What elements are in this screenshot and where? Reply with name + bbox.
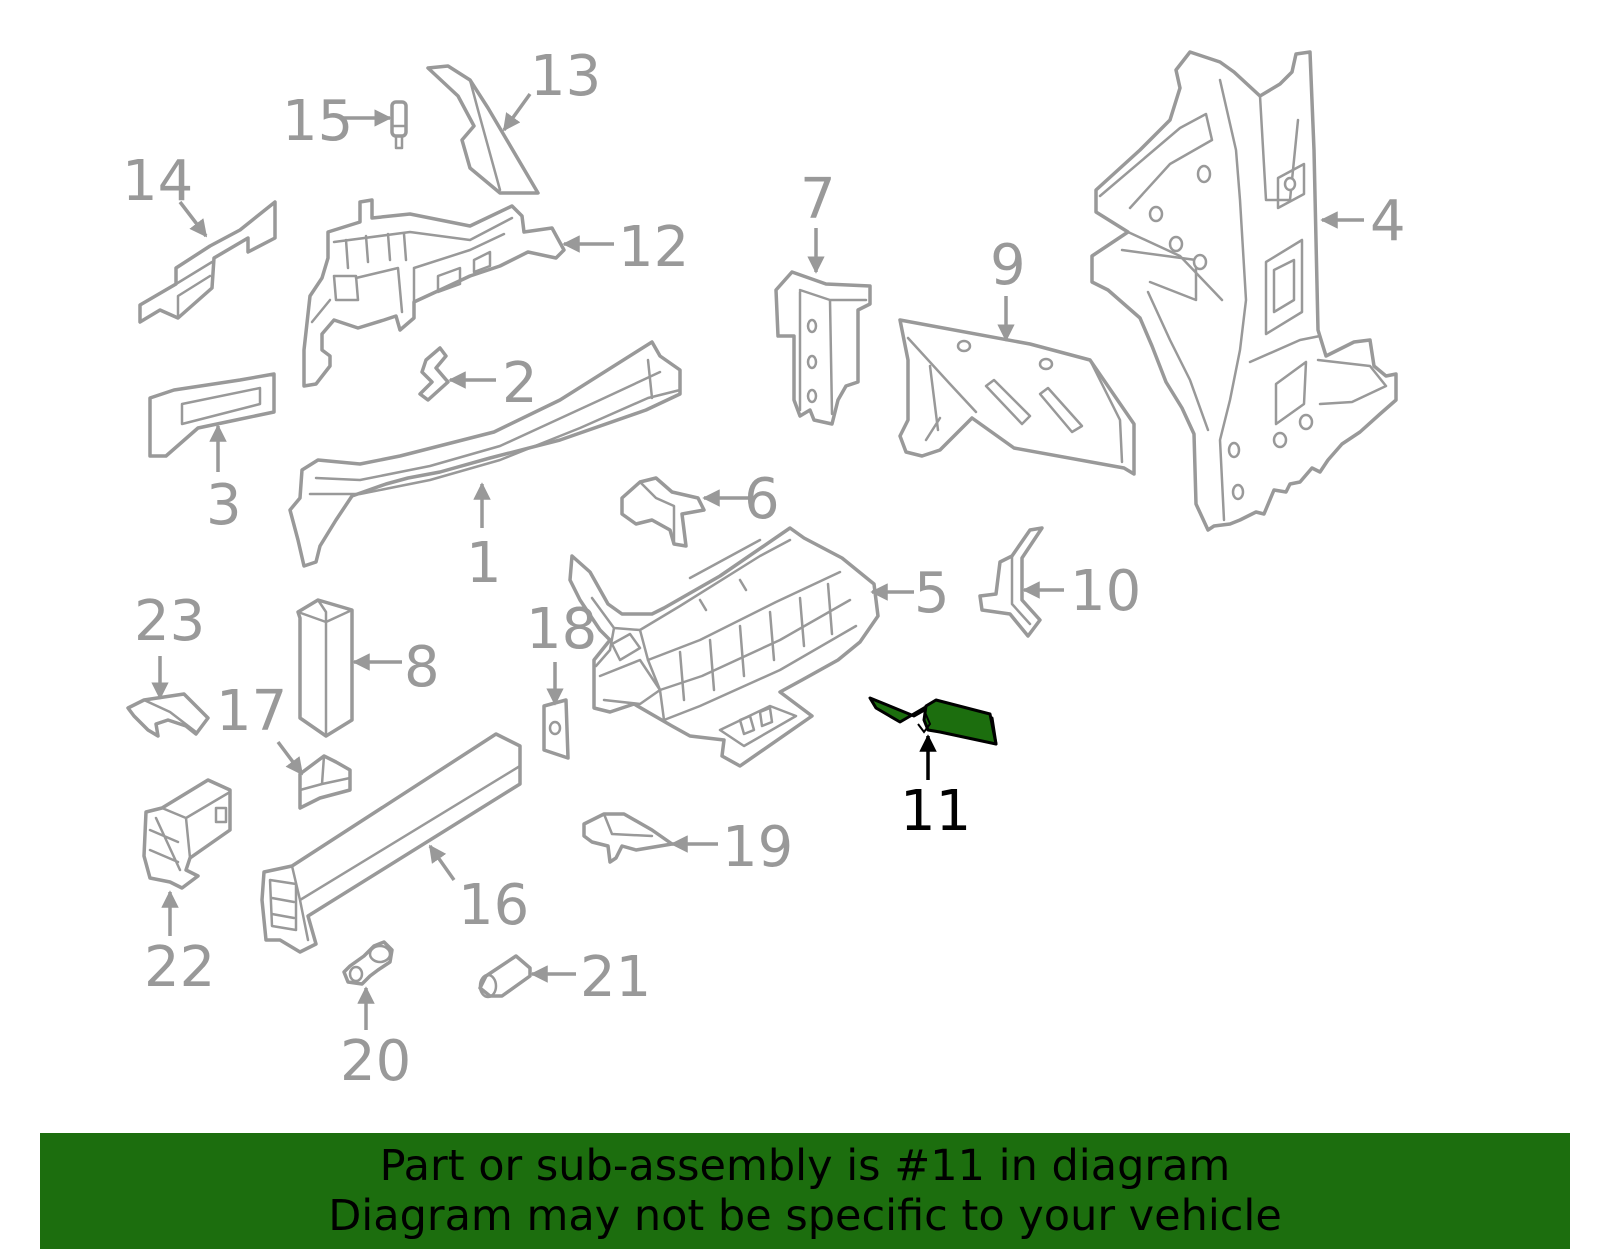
callout-4[interactable]: 4: [1370, 189, 1406, 254]
part-17[interactable]: [298, 754, 352, 810]
callout-15[interactable]: 15: [282, 89, 353, 154]
part-9[interactable]: [898, 318, 1136, 476]
callout-11-highlighted[interactable]: 11: [900, 779, 971, 844]
part-22[interactable]: [142, 778, 232, 890]
callout-20[interactable]: 20: [340, 1029, 411, 1094]
callout-8[interactable]: 8: [404, 635, 440, 700]
callout-16[interactable]: 16: [458, 873, 529, 938]
part-19[interactable]: [582, 812, 674, 864]
banner-line-part-number: Part or sub-assembly is #11 in diagram: [379, 1141, 1231, 1191]
callout-21[interactable]: 21: [580, 945, 651, 1010]
part-11-highlighted[interactable]: [868, 696, 998, 746]
callout-5[interactable]: 5: [914, 561, 950, 626]
part-23[interactable]: [126, 692, 210, 738]
callout-13[interactable]: 13: [530, 44, 601, 109]
part-1[interactable]: [288, 340, 682, 568]
callout-6[interactable]: 6: [744, 467, 780, 532]
part-18[interactable]: [542, 698, 570, 760]
callout-7[interactable]: 7: [800, 167, 836, 232]
part-12[interactable]: [302, 198, 566, 388]
callout-22[interactable]: 22: [144, 935, 215, 1000]
callout-12[interactable]: 12: [618, 215, 689, 280]
part-10[interactable]: [978, 526, 1044, 638]
part-16[interactable]: [260, 732, 522, 954]
callout-23[interactable]: 23: [134, 589, 205, 654]
leaders: [151, 92, 1364, 1030]
part-8[interactable]: [296, 598, 354, 738]
callout-17[interactable]: 17: [216, 679, 287, 744]
part-5[interactable]: [568, 526, 880, 768]
callout-2[interactable]: 2: [502, 351, 538, 416]
part-13[interactable]: [426, 64, 540, 195]
part-4[interactable]: [1090, 50, 1398, 532]
callout-3[interactable]: 3: [206, 473, 242, 538]
banner-line-disclaimer: Diagram may not be specific to your vehi…: [328, 1191, 1282, 1241]
info-banner: Part or sub-assembly is #11 in diagram D…: [40, 1133, 1570, 1249]
callout-10[interactable]: 10: [1070, 559, 1141, 624]
part-3[interactable]: [148, 372, 276, 458]
part-21[interactable]: [478, 954, 532, 999]
part-15[interactable]: [390, 100, 408, 150]
part-2[interactable]: [418, 346, 450, 402]
part-6[interactable]: [620, 476, 706, 548]
part-7[interactable]: [774, 270, 872, 426]
callout-19[interactable]: 19: [722, 815, 793, 880]
part-20[interactable]: [342, 940, 394, 986]
callout-18[interactable]: 18: [526, 597, 597, 662]
callout-9[interactable]: 9: [990, 233, 1026, 298]
part-14[interactable]: [138, 200, 277, 324]
callout-14[interactable]: 14: [122, 149, 193, 214]
callout-1[interactable]: 1: [466, 531, 502, 596]
callout-labels: 13 15 14 12 2 3 1 7 9 4 6 5 10 23 8 17 1…: [122, 44, 1406, 1094]
